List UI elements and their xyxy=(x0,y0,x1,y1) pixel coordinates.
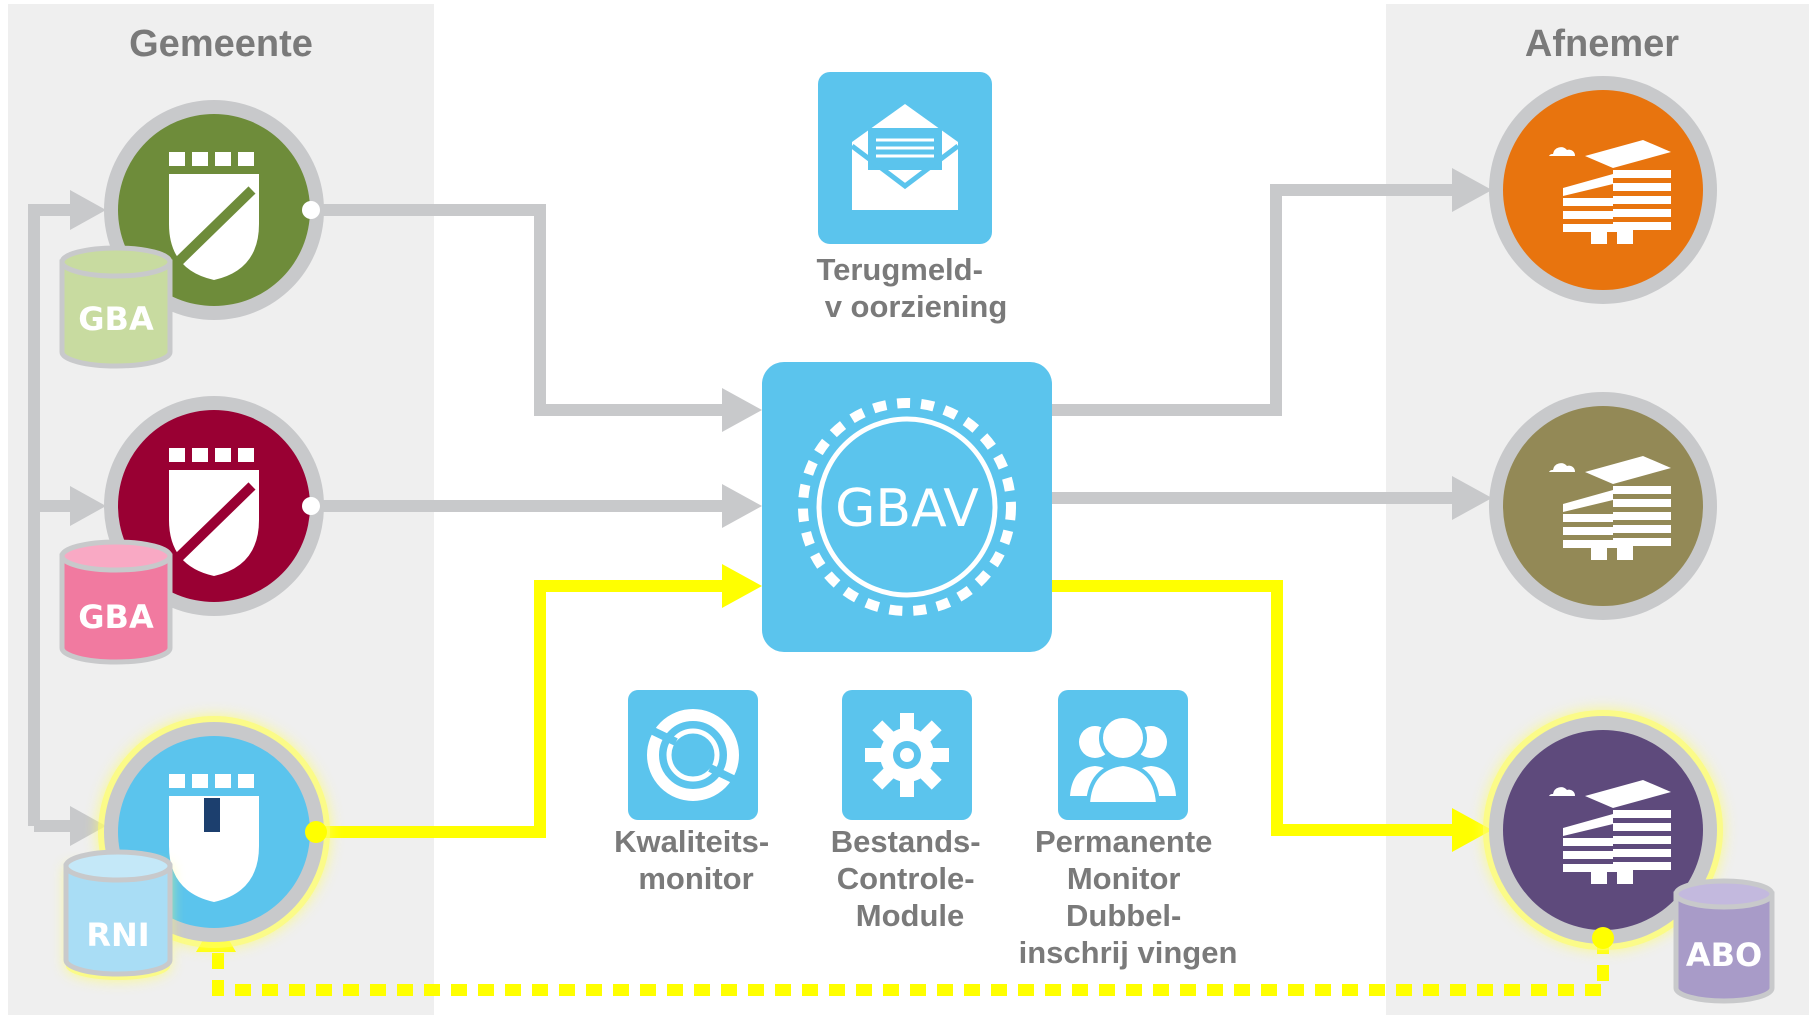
terugmeld-service[interactable]: Terugmeld- v oorziening xyxy=(816,72,1007,324)
permanente-service[interactable]: Permanente Monitor Dubbel- inschrij ving… xyxy=(1019,690,1238,970)
permanente-label: Permanente Monitor Dubbel- inschrij ving… xyxy=(1019,824,1238,970)
grey-flow-lines xyxy=(28,184,1460,832)
gear-icon xyxy=(865,713,949,797)
rni-database: RNI xyxy=(63,849,173,980)
kwaliteit-service[interactable]: Kwaliteits- monitor xyxy=(614,690,778,896)
yellow-flow-lines xyxy=(314,580,1460,838)
gbav-label: GBAV xyxy=(835,479,979,539)
bestands-label: Bestands- Controle- Module xyxy=(831,824,990,933)
afnemer-title: Afnemer xyxy=(1525,23,1679,65)
envelope-icon xyxy=(850,104,960,210)
afnemer-purple[interactable] xyxy=(1483,710,1723,950)
grey-arrowheads xyxy=(70,168,1492,846)
gba-label: GBA xyxy=(78,300,154,338)
yellow-feedback-line xyxy=(212,938,1609,996)
bestands-service[interactable]: Bestands- Controle- Module xyxy=(831,690,990,933)
afnemer-olive[interactable] xyxy=(1489,392,1717,620)
gba-database-pink: GBA xyxy=(59,539,173,665)
gba-label: GBA xyxy=(78,598,154,636)
gbav-hub[interactable]: GBAV xyxy=(762,362,1052,652)
gemeente-title: Gemeente xyxy=(129,23,313,65)
rni-label: RNI xyxy=(86,916,149,954)
kwaliteit-label: Kwaliteits- monitor xyxy=(614,824,778,896)
abo-label: ABO xyxy=(1686,936,1762,974)
cycle-icon xyxy=(647,709,739,801)
terugmeld-label: Terugmeld- v oorziening xyxy=(816,252,1007,324)
abo-database: ABO xyxy=(1673,878,1775,1004)
gba-database-green: GBA xyxy=(59,245,173,369)
people-icon xyxy=(1070,714,1176,806)
afnemer-orange[interactable] xyxy=(1489,76,1717,304)
